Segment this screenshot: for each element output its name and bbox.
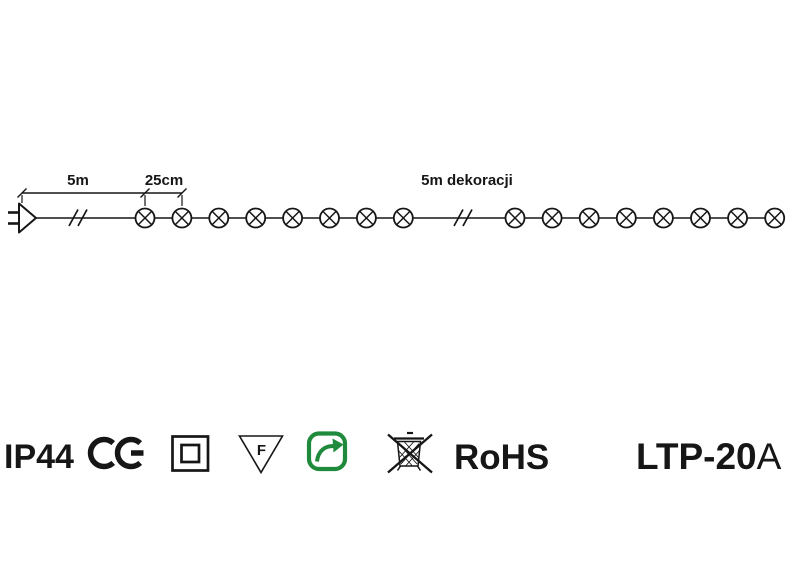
lamp-bulb: [392, 207, 414, 229]
f-mark-icon: F: [238, 435, 284, 475]
bulb-spacing-label: 25cm: [145, 172, 183, 189]
cable-break-icon: [453, 209, 473, 227]
cable-break-icon: [68, 209, 88, 227]
decoration-length-label: 5m dekoracji: [421, 172, 513, 189]
f-mark-letter: F: [257, 442, 266, 459]
dimension-line: [17, 188, 187, 206]
ip-rating-label: IP44: [4, 438, 74, 476]
weee-bin-icon: [387, 431, 433, 474]
product-code-suffix: A: [756, 436, 782, 477]
product-code: LTP-20A: [636, 438, 781, 475]
class-ii-insulation-icon: [171, 435, 210, 472]
ce-mark-icon: [87, 436, 144, 470]
lead-length-label: 5m: [67, 172, 89, 189]
lamp-bulb: [504, 207, 526, 229]
lamp-bulb: [208, 207, 230, 229]
lamp-bulb: [171, 207, 193, 229]
mains-plug-icon: [8, 202, 37, 234]
lamp-bulb: [653, 207, 674, 229]
product-code-main: LTP-20: [636, 436, 757, 477]
lamp-bulb: [319, 207, 340, 229]
light-string-schematic: 5m 25cm 5m dekoracji: [8, 172, 786, 234]
lamp-bulb: [282, 207, 304, 229]
lamp-string: [134, 207, 786, 229]
rohs-label: RoHS: [454, 438, 550, 477]
lamp-bulb: [134, 207, 156, 229]
lamp-bulb: [578, 207, 600, 229]
lamp-bulb: [245, 207, 267, 229]
lamp-bulb: [615, 207, 637, 229]
lamp-bulb: [764, 207, 786, 229]
lamp-bulb: [727, 207, 748, 229]
lamp-bulb: [541, 207, 563, 229]
lamp-bulb: [690, 207, 711, 229]
recyclable-icon: [306, 431, 348, 472]
lamp-bulb: [355, 207, 377, 229]
